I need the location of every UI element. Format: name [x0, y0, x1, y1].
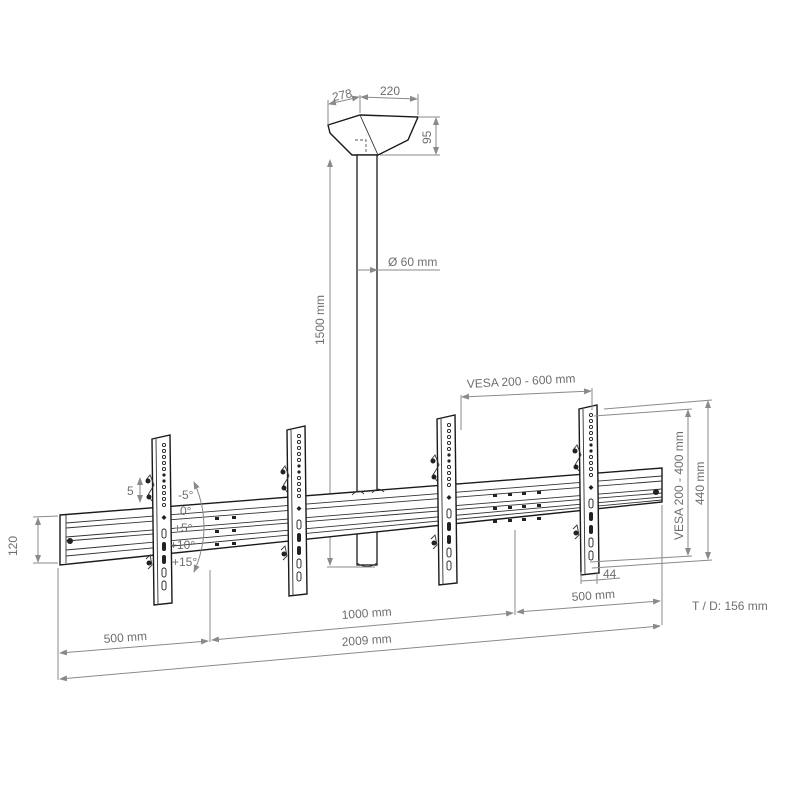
tilt-indicator: -5° 0° +5° +10° +15° — [170, 481, 205, 573]
plate-depth-label: 278 — [331, 86, 354, 104]
tilt-angle-1: -5° — [178, 488, 194, 502]
pole-length-label: 1500 mm — [313, 295, 327, 345]
vesa-horizontal-label: VESA 200 - 600 mm — [466, 371, 575, 391]
vesa-vertical-dimension: VESA 200 - 400 mm 440 mm — [589, 399, 713, 569]
ceiling-plate-dimensions: 278 220 95 — [327, 84, 440, 156]
tilt-angle-5: +15° — [172, 555, 197, 569]
pole-diameter-label: Ø 60 mm — [388, 255, 437, 269]
depth-note: T / D: 156 mm — [692, 599, 768, 613]
vesa-arm-1 — [145, 434, 173, 606]
plate-height-label: 95 — [420, 130, 434, 144]
spacing-right-label: 500 mm — [571, 587, 615, 604]
ceiling-plate — [327, 114, 420, 156]
plate-width-label: 220 — [380, 84, 400, 98]
rail-height-label: 120 — [6, 536, 20, 556]
tilt-angle-4: +10° — [170, 538, 195, 552]
height-adjust-label: 5 — [127, 484, 134, 498]
tilt-angle-3: +5° — [174, 521, 193, 535]
vesa-vertical-label: VESA 200 - 400 mm — [672, 431, 686, 540]
tilt-angle-2: 0° — [180, 504, 192, 518]
height-adjust-dimension: 5 — [127, 477, 143, 503]
spacing-left-label: 500 mm — [103, 629, 147, 646]
bracket-height-label: 440 mm — [693, 462, 707, 505]
rail-height-dimension: 120 — [6, 515, 59, 564]
spacing-middle-label: 1000 mm — [341, 605, 392, 622]
pole — [356, 154, 378, 567]
spacing-dimensions: 500 mm 1000 mm 500 mm 2009 mm — [57, 505, 663, 682]
bracket-width-dimension: 44 — [580, 567, 621, 584]
bracket-width-label: 44 — [603, 567, 617, 581]
rail-length-label: 2009 mm — [341, 632, 392, 649]
vesa-horizontal-dimension: VESA 200 - 600 mm — [460, 371, 593, 430]
